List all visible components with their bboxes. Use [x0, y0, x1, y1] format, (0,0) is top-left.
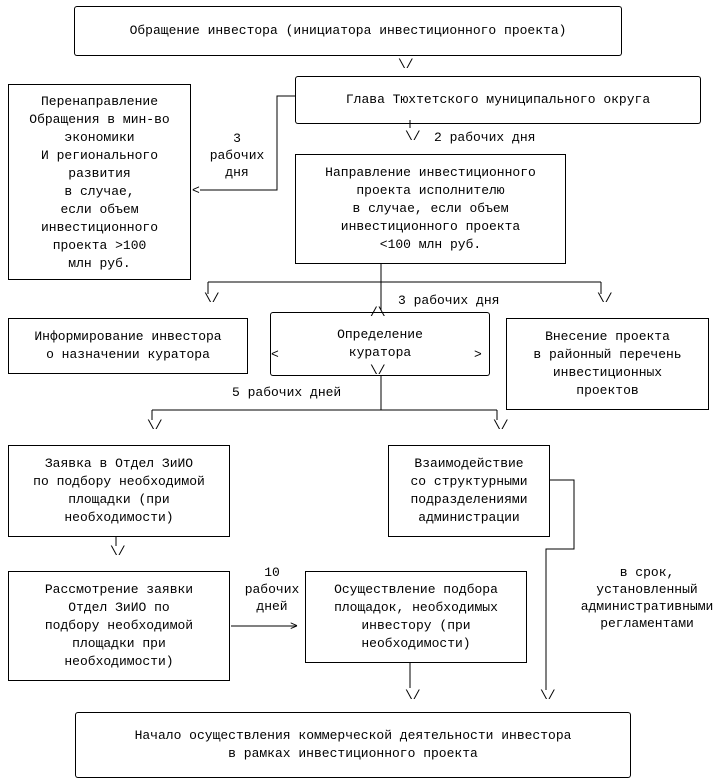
- review-text: Рассмотрение заявки Отдел ЗиИО по подбор…: [44, 582, 194, 669]
- connector-head-to-redirect: [200, 95, 295, 191]
- curator-left-caret: <: [271, 347, 279, 362]
- inform-text: Информирование инвестора о назначении ку…: [34, 329, 222, 362]
- arrow-down-inform: \/: [204, 291, 220, 306]
- interaction-text: Взаимодействие со структурными подраздел…: [410, 456, 528, 525]
- curator-text: Определение куратора: [337, 327, 423, 360]
- selection-text: Осуществление подбора площадок, необходи…: [334, 582, 498, 651]
- arrow-right-selection: >: [290, 619, 298, 634]
- redirect-text: Перенаправление Обращения в мин-во эконо…: [29, 94, 170, 271]
- investor-request-node: Обращение инвестора (инициатора инвестиц…: [74, 6, 622, 56]
- arrow-down-start-1: \/: [405, 688, 421, 703]
- label-3-days-mid: 3 рабочих дня: [398, 293, 500, 308]
- start-node: Начало осуществления коммерческой деятел…: [75, 712, 631, 778]
- label-3-days-left: 3 рабочих дня: [209, 131, 265, 180]
- arrow-down-application: \/: [147, 418, 163, 433]
- curator-in-arrow: /\: [370, 305, 386, 320]
- arrow-down-2: \/: [405, 129, 421, 144]
- arrow-down-start-2: \/: [540, 688, 556, 703]
- arrow-down-review: \/: [110, 544, 126, 559]
- head-text: Глава Тюхтетского муниципального округа: [345, 92, 651, 107]
- inform-node: Информирование инвестора о назначении ку…: [8, 318, 248, 374]
- review-node: Рассмотрение заявки Отдел ЗиИО по подбор…: [8, 571, 230, 681]
- curator-right-caret: >: [474, 347, 482, 362]
- label-term: в срок, установленный административными …: [580, 565, 714, 631]
- application-text: Заявка в Отдел ЗиИО по подбору необходим…: [33, 456, 205, 525]
- redirect-node: Перенаправление Обращения в мин-во эконо…: [8, 84, 191, 280]
- investor-request-text: Обращение инвестора (инициатора инвестиц…: [129, 23, 567, 38]
- selection-node: Осуществление подбора площадок, необходи…: [305, 571, 527, 663]
- arrow-down-1: \/: [398, 57, 414, 72]
- label-2-days: 2 рабочих дня: [434, 130, 536, 145]
- arrow-down-register: \/: [597, 291, 613, 306]
- direct-text: Направление инвестиционного проекта испо…: [325, 165, 536, 252]
- curator-out-arrow: \/: [370, 363, 386, 378]
- arrow-left-redirect: <: [192, 183, 200, 198]
- label-10-days: 10 рабочих дней: [244, 565, 300, 614]
- register-node: Внесение проекта в районный перечень инв…: [506, 318, 709, 410]
- application-node: Заявка в Отдел ЗиИО по подбору необходим…: [8, 445, 230, 537]
- curator-node: Определение куратора: [270, 312, 490, 376]
- direct-node: Направление инвестиционного проекта испо…: [295, 154, 566, 264]
- arrow-down-interaction: \/: [493, 418, 509, 433]
- start-text: Начало осуществления коммерческой деятел…: [134, 728, 572, 761]
- head-node: Глава Тюхтетского муниципального округа: [295, 76, 701, 124]
- connector-interaction-to-start: [530, 479, 575, 690]
- label-5-days: 5 рабочих дней: [232, 385, 342, 400]
- register-text: Внесение проекта в районный перечень инв…: [533, 329, 682, 398]
- interaction-node: Взаимодействие со структурными подраздел…: [388, 445, 550, 537]
